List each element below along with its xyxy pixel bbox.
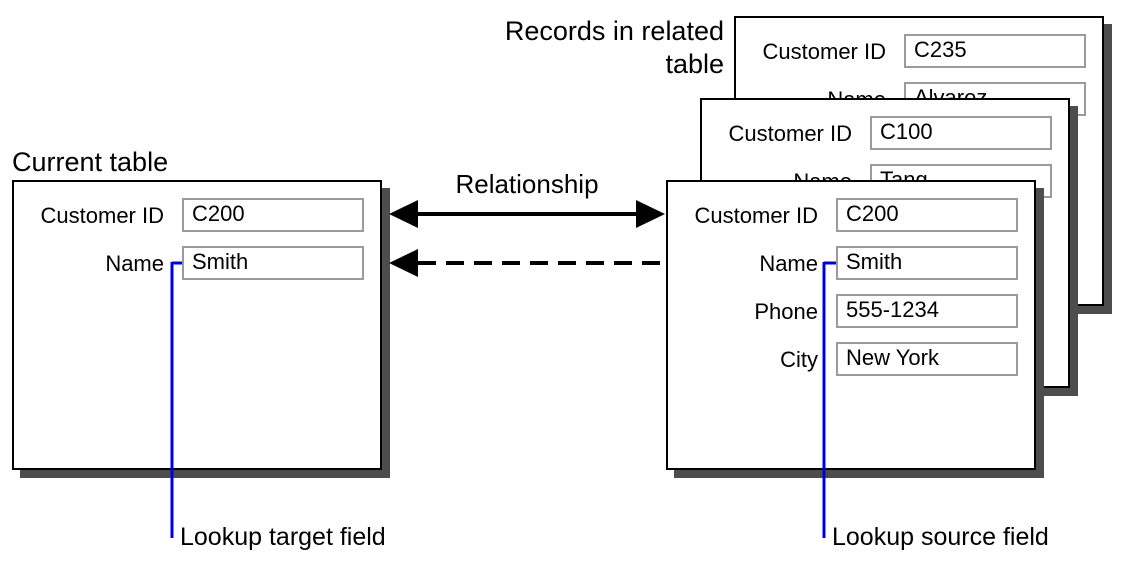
field-label-name: Name: [105, 251, 164, 276]
field-value-customer-id: C200: [182, 198, 364, 232]
field-label-phone: Phone: [754, 299, 818, 324]
field-label-city: City: [780, 347, 818, 372]
field-value-customer-id: C100: [870, 116, 1052, 150]
relationship-arrow: [389, 200, 665, 228]
lookup-target-label: Lookup target field: [180, 523, 386, 551]
related-table-title-line-2: table: [665, 49, 724, 79]
field-label-name: Name: [759, 251, 818, 276]
field-value-phone: 555-1234: [836, 294, 1018, 328]
field-label-customer-id: Customer ID: [728, 121, 852, 146]
field-label-customer-id: Customer ID: [762, 39, 886, 64]
related-table-title-line-1: Records in related: [504, 16, 724, 46]
current-table-title: Current table: [12, 147, 169, 177]
field-value-city: New York: [836, 342, 1018, 376]
lookup-source-label: Lookup source field: [832, 523, 1049, 551]
related-record-front: Customer ID C200 Name Smith Phone 555-12…: [666, 180, 1036, 470]
relationship-label: Relationship: [455, 169, 599, 199]
field-value-name: Smith: [182, 246, 364, 280]
field-value-name: Smith: [836, 246, 1018, 280]
field-value-customer-id: C200: [836, 198, 1018, 232]
field-label-customer-id: Customer ID: [694, 203, 818, 228]
field-label-customer-id: Customer ID: [40, 203, 164, 228]
current-table-record: Customer ID C200 Name Smith: [12, 180, 382, 470]
lookup-dashed-arrow: [389, 249, 666, 277]
field-value-customer-id: C235: [904, 34, 1086, 68]
